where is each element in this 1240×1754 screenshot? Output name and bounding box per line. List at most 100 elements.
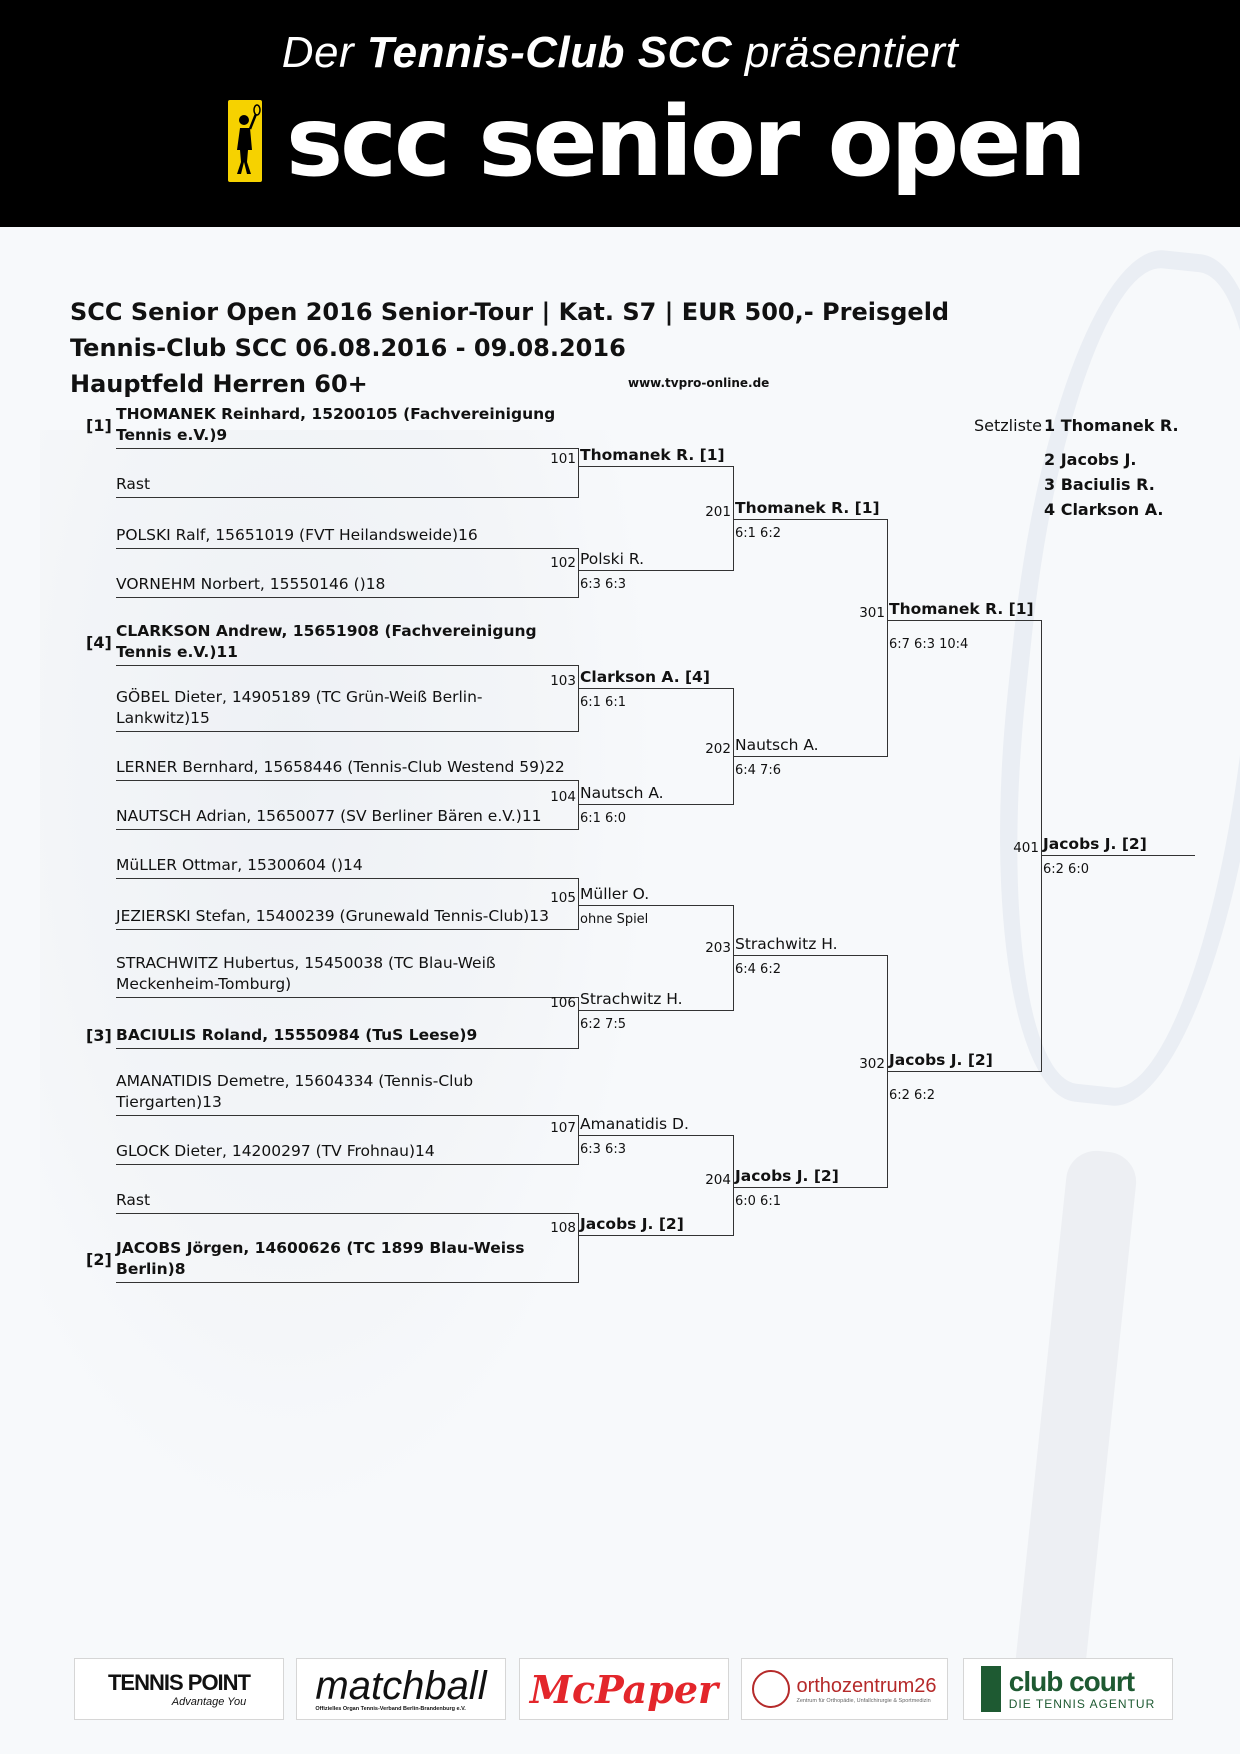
bracket-line-h xyxy=(116,665,578,666)
player-entry: MüLLER Ottmar, 15300604 ()14 xyxy=(116,856,363,874)
match-number: 302 xyxy=(859,1056,885,1072)
bracket-line-h xyxy=(116,829,578,830)
match-winner: Jacobs J. [2] xyxy=(735,1167,839,1185)
setzliste-entry: 4 Clarkson A. xyxy=(1044,500,1164,519)
match-winner: Müller O. xyxy=(580,885,650,903)
match-score: 6:1 6:2 xyxy=(735,526,781,541)
bracket-line-v xyxy=(578,665,579,732)
tennis-player-icon xyxy=(228,100,262,182)
bracket-line-h xyxy=(116,878,578,879)
player-entry: THOMANEK Reinhard, 15200105 (Fachvereini… xyxy=(116,405,556,444)
match-score: 6:1 6:0 xyxy=(580,811,626,826)
match-number: 204 xyxy=(705,1172,731,1188)
match-number: 102 xyxy=(550,555,576,571)
bracket-line-v xyxy=(733,466,734,571)
player-entry: JEZIERSKI Stefan, 15400239 (Grunewald Te… xyxy=(116,907,549,925)
player-entry: CLARKSON Andrew, 15651908 (Fachvereinigu… xyxy=(116,622,537,661)
match-score: 6:4 6:2 xyxy=(735,962,781,977)
player-entry: POLSKI Ralf, 15651019 (FVT Heilandsweide… xyxy=(116,526,478,544)
match-number: 106 xyxy=(550,995,576,1011)
match-winner: Nautsch A. xyxy=(580,784,664,802)
bracket-line-h xyxy=(116,929,578,930)
bracket-line-h xyxy=(578,804,733,805)
match-number: 108 xyxy=(550,1220,576,1236)
bracket-line-h xyxy=(578,688,733,689)
bracket-line-h xyxy=(578,570,733,571)
player-entry: LERNER Bernhard, 15658446 (Tennis-Club W… xyxy=(116,758,565,776)
match-score: 6:1 6:1 xyxy=(580,695,626,710)
match-score: ohne Spiel xyxy=(580,912,649,927)
bracket-line-h xyxy=(578,1010,733,1011)
background-racket-frame xyxy=(965,238,1240,1118)
bracket-line-h xyxy=(116,548,578,549)
sponsor-name: McPaper xyxy=(529,1666,719,1712)
player-entry: GÖBEL Dieter, 14905189 (TC Grün-Weiß Ber… xyxy=(116,688,483,727)
match-score: 6:3 6:3 xyxy=(580,577,626,592)
sponsor-sub: Zentrum für Orthopädie, Unfallchirurgie … xyxy=(796,1697,931,1704)
match-score: 6:2 6:2 xyxy=(889,1088,935,1103)
player-entry: GLOCK Dieter, 14200297 (TV Frohnau)14 xyxy=(116,1142,435,1160)
sponsor-logo-tennispoint: TENNIS POINT Advantage You xyxy=(74,1658,284,1720)
bracket-line-h xyxy=(733,519,887,520)
bracket-line-h xyxy=(116,1164,578,1165)
match-winner: Polski R. xyxy=(580,550,645,568)
match-number: 301 xyxy=(859,605,885,621)
bracket-line-v xyxy=(1041,620,1042,1072)
match-winner: Jacobs J. [2] xyxy=(580,1215,684,1233)
match-score: 6:4 7:6 xyxy=(735,763,781,778)
bracket-line-h xyxy=(116,731,578,732)
bracket-line-h xyxy=(578,466,733,467)
orthozentrum-icon xyxy=(752,1670,791,1708)
setzliste-entry: 2 Jacobs J. xyxy=(1044,450,1137,469)
match-number: 401 xyxy=(1013,840,1039,856)
match-winner: Thomanek R. [1] xyxy=(889,600,1034,618)
bracket-line-h xyxy=(116,780,578,781)
bracket-line-v xyxy=(578,878,579,930)
header-tagline: Der Tennis-Club SCC präsentiert xyxy=(0,28,1240,78)
draw-title: Hauptfeld Herren 60+ xyxy=(70,370,368,398)
player-entry: AMANATIDIS Demetre, 15604334 (Tennis-Clu… xyxy=(116,1072,474,1111)
event-venue-dates: Tennis-Club SCC 06.08.2016 - 09.08.2016 xyxy=(70,334,626,362)
match-score: 6:7 6:3 10:4 xyxy=(889,637,969,652)
setzliste-entry: 1 Thomanek R. xyxy=(1044,416,1179,435)
bracket-line-h xyxy=(116,1282,578,1283)
event-logo-text: scc senior open xyxy=(286,86,1087,198)
bracket-line-h xyxy=(887,1071,1041,1072)
seed-number: [2] xyxy=(86,1250,112,1269)
bracket-line-v xyxy=(578,548,579,598)
sponsor-logo-clubcourt: club court DIE TENNIS AGENTUR xyxy=(963,1658,1173,1720)
sponsor-logo-mcpaper: McPaper xyxy=(519,1658,729,1720)
bracket-line-v xyxy=(578,1115,579,1165)
match-number: 101 xyxy=(550,451,576,467)
sponsor-name: orthozentrum26 xyxy=(796,1674,937,1697)
bracket-line-h xyxy=(116,497,578,498)
bracket-line-v xyxy=(578,448,579,498)
match-winner: Thomanek R. [1] xyxy=(580,446,725,464)
bracket-line-v xyxy=(887,519,888,757)
player-entry: STRACHWITZ Hubertus, 15450038 (TC Blau-W… xyxy=(116,954,496,993)
sponsor-sub: Advantage You xyxy=(171,1696,247,1708)
website-link[interactable]: www.tvpro-online.de xyxy=(628,376,770,390)
match-winner: Strachwitz H. xyxy=(735,935,838,953)
bracket-line-h xyxy=(733,756,887,757)
match-number: 105 xyxy=(550,890,576,906)
bracket-line-h xyxy=(887,620,1041,621)
bracket-line-h xyxy=(578,1135,733,1136)
clubcourt-icon xyxy=(980,1666,1001,1712)
setzliste-entry: 3 Baciulis R. xyxy=(1044,475,1155,494)
tagline-club: Tennis-Club SCC xyxy=(366,28,733,77)
bracket-line-h xyxy=(578,1235,733,1236)
sponsor-name: TENNIS POINT xyxy=(107,1670,251,1695)
sponsor-logo-orthozentrum: orthozentrum26 Zentrum für Orthopädie, U… xyxy=(741,1658,948,1720)
player-entry: NAUTSCH Adrian, 15650077 (SV Berliner Bä… xyxy=(116,807,542,825)
match-score: 6:0 6:1 xyxy=(735,1194,781,1209)
bracket-line-h xyxy=(116,1115,578,1116)
match-score: 6:2 7:5 xyxy=(580,1017,626,1032)
bracket-line-v xyxy=(733,1135,734,1236)
match-number: 103 xyxy=(550,673,576,689)
match-number: 107 xyxy=(550,1120,576,1136)
match-winner: Jacobs J. [2] xyxy=(889,1051,993,1069)
header-banner: Der Tennis-Club SCC präsentiert scc seni… xyxy=(0,0,1240,227)
match-number: 104 xyxy=(550,789,576,805)
seed-number: [4] xyxy=(86,633,112,652)
